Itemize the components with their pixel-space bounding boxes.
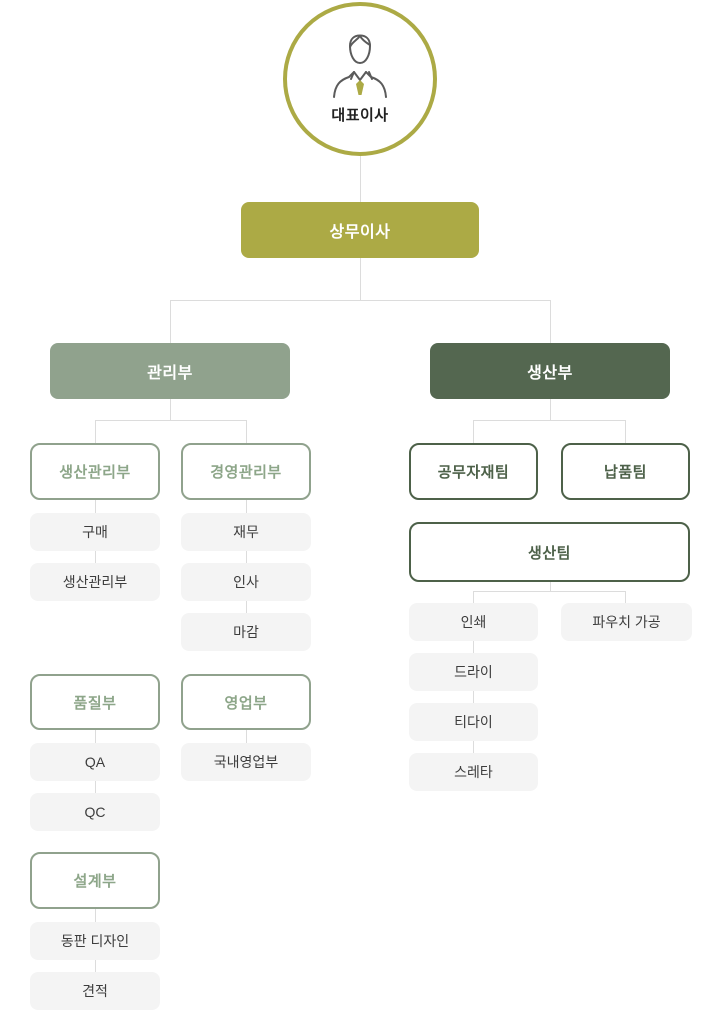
connector-line [169,399,171,420]
connector-line [94,960,96,972]
leaf-item: 견적 [30,972,160,1010]
connector-line [169,300,171,343]
connector-line [245,420,247,443]
leaf-item: 재무 [181,513,311,551]
subdept-box-design: 설계부 [30,852,160,909]
connector-line [473,591,625,592]
team-box-facility-materials: 공무자재팀 [409,443,538,500]
ceo-node: 대표이사 [283,2,437,156]
leaf-item: 생산관리부 [30,563,160,601]
subdept-box-production-management: 생산관리부 [30,443,160,500]
division-box-production: 생산부 [430,343,670,399]
connector-line [359,156,361,202]
leaf-item: 마감 [181,613,311,651]
connector-line [472,420,474,443]
connector-line [549,300,551,343]
connector-line [549,399,551,420]
connector-line [245,730,247,743]
connector-line [94,420,96,443]
leaf-item: 국내영업부 [181,743,311,781]
subdept-box-sales: 영업부 [181,674,311,730]
subdept-box-business-management: 경영관리부 [181,443,311,500]
connector-line [245,601,247,613]
connector-line [94,551,96,563]
connector-line [624,420,626,443]
leaf-item: 인사 [181,563,311,601]
connector-line [473,420,625,421]
connector-line [549,582,551,591]
division-box-management: 관리부 [50,343,290,399]
leaf-item: 티다이 [409,703,538,741]
connector-line [473,691,474,703]
connector-line [472,591,474,603]
connector-line [94,909,96,922]
connector-line [359,258,361,300]
connector-line [624,591,626,603]
leaf-item: 인쇄 [409,603,538,641]
connector-line [473,741,474,753]
team-box-production: 생산팀 [409,522,690,582]
leaf-item: QC [30,793,160,831]
team-box-delivery: 납품팀 [561,443,690,500]
leaf-item: 파우치 가공 [561,603,692,641]
connector-line [95,420,246,421]
connector-line [94,730,96,743]
connector-line [94,500,96,513]
subdept-box-quality: 품질부 [30,674,160,730]
leaf-item: 스레타 [409,753,538,791]
person-icon [333,34,387,98]
tie-shape [356,80,364,95]
connector-line [94,781,96,793]
connector-line [245,500,247,513]
leaf-item: 동판 디자인 [30,922,160,960]
connector-line [473,641,474,653]
leaf-item: 구매 [30,513,160,551]
managing-director-box: 상무이사 [241,202,479,258]
connector-line [245,551,247,563]
leaf-item: QA [30,743,160,781]
connector-line [170,300,550,301]
ceo-label: 대표이사 [331,107,389,124]
leaf-item: 드라이 [409,653,538,691]
